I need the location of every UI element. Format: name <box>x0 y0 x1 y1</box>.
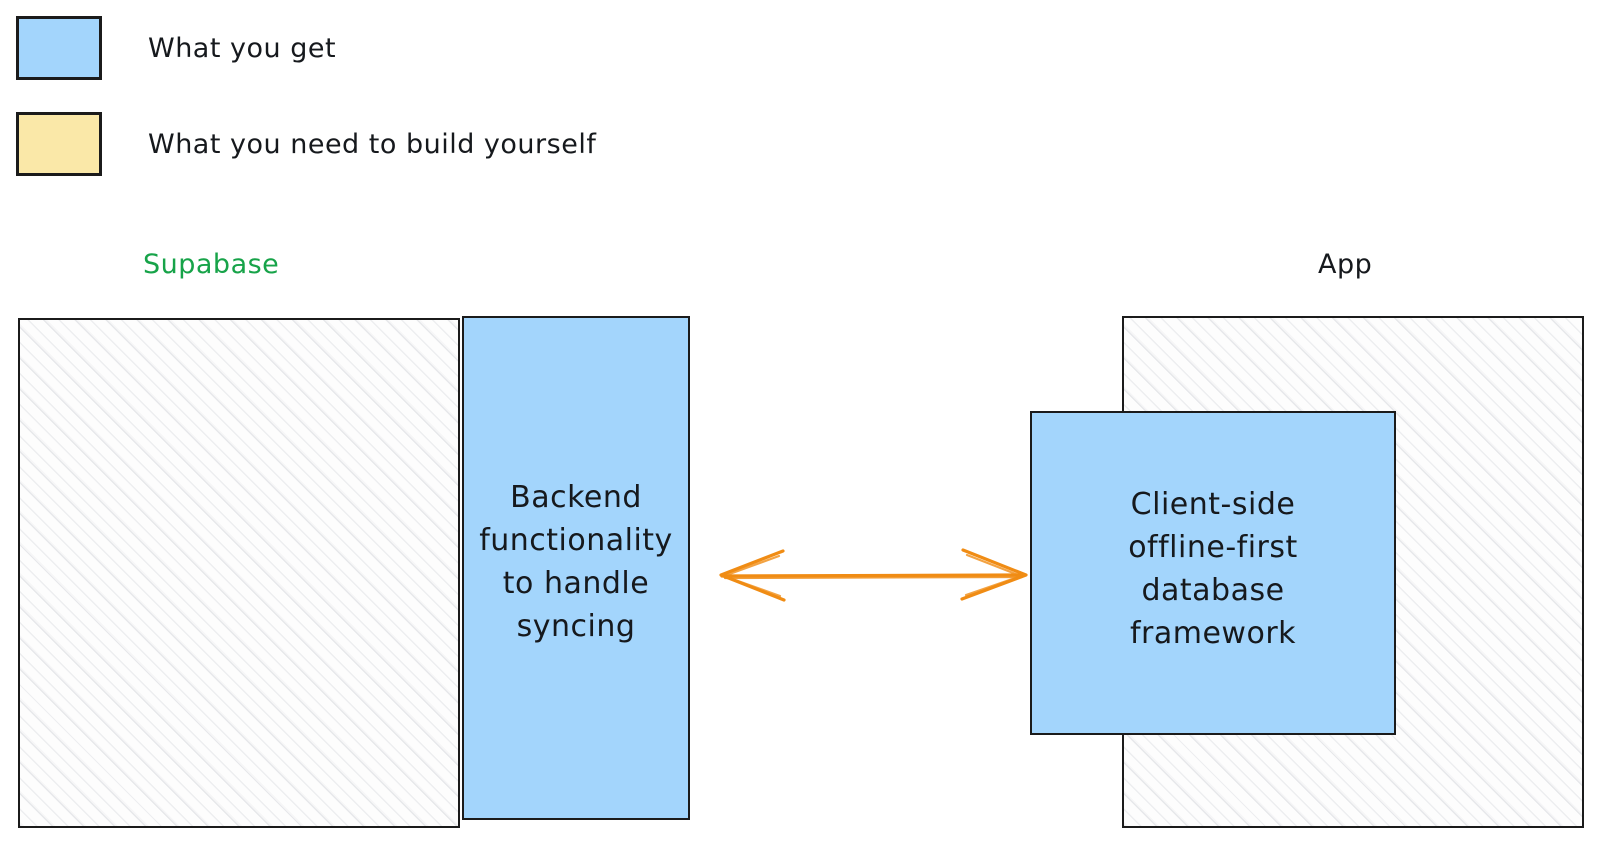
legend-swatch-blue <box>16 16 102 80</box>
group-label-supabase: Supabase <box>143 249 280 280</box>
box-client-db-label: Client-side offline-first database frame… <box>1128 487 1298 651</box>
legend-label-what-you-get: What you get <box>148 32 337 64</box>
legend-item-what-you-build: What you need to build yourself <box>16 112 596 176</box>
group-label-app: App <box>1318 249 1373 280</box>
box-client-db: Client-side offline-first database frame… <box>1030 411 1396 735</box>
box-supabase-platform <box>18 318 460 828</box>
legend-label-what-you-build: What you need to build yourself <box>148 128 597 160</box>
legend-item-what-you-get: What you get <box>16 16 336 80</box>
box-backend-sync-label: Backend functionality to handle syncing <box>479 480 673 644</box>
box-backend-sync: Backend functionality to handle syncing <box>462 316 690 820</box>
legend-swatch-yellow <box>16 112 102 176</box>
